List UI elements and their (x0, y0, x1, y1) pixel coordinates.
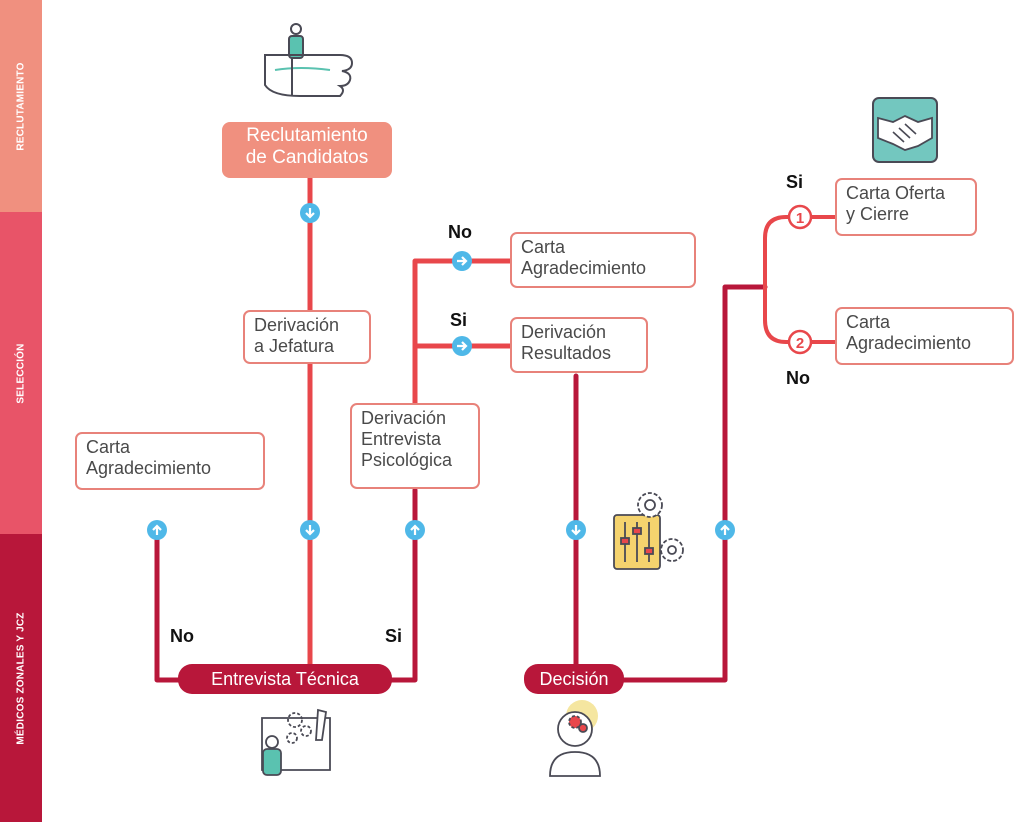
label-no-left: No (170, 626, 194, 646)
lane-seleccion: SELECCIÓN (0, 212, 42, 534)
hand-holding-person-icon (264, 23, 354, 97)
line-branch-si (763, 215, 837, 289)
arrow-up-left (147, 520, 167, 540)
node-derivacion-jefatura: Derivación a Jefatura (243, 310, 371, 364)
step-2-text: 2 (796, 335, 804, 352)
arrow-right-no (452, 251, 472, 271)
node-derivacion-psicologica: Derivación Entrevista Psicológica (350, 403, 480, 489)
label-si-mid: Si (450, 310, 468, 330)
node-carta-oferta: Carta Oferta y Cierre (835, 178, 977, 236)
gears-control-panel-icon (613, 492, 684, 570)
node-carta-agradecimiento-mid: Carta Agradecimiento (510, 232, 696, 288)
node-carta-agradecimiento-right: Carta Agradecimiento (835, 307, 1014, 365)
line-psych-to-forks (412, 258, 513, 408)
arrow-down-2 (300, 520, 320, 540)
line-decision-to-branch (619, 284, 768, 683)
arrow-right-si (452, 336, 472, 356)
node-derivacion-resultados: Derivación Resultados (510, 317, 648, 373)
line-interview-to-carta-left (154, 527, 183, 683)
line-interview-to-psych (387, 487, 418, 683)
arrow-up-right (715, 520, 735, 540)
handshake-icon (872, 97, 938, 163)
node-reclutamiento: Reclutamiento de Candidatos (222, 122, 392, 178)
person-tools-icon (261, 708, 331, 776)
line-branch-no (763, 285, 837, 344)
thinking-head-icon (549, 700, 601, 777)
node-entrevista-tecnica: Entrevista Técnica (178, 664, 392, 694)
arrow-down-resultados (566, 520, 586, 540)
node-decision: Decisión (524, 664, 624, 694)
lane-medicos: MÉDICOS ZONALES Y JCZ (0, 534, 42, 822)
label-si-left: Si (385, 626, 403, 646)
step-2-badge: 2 (787, 329, 813, 355)
label-no-top: No (448, 222, 472, 242)
lane-reclutamiento: RECLUTAMIENTO (0, 0, 42, 212)
arrow-up-mid (405, 520, 425, 540)
label-si-right: Si (786, 172, 804, 192)
node-carta-agradecimiento-left: Carta Agradecimiento (75, 432, 265, 490)
label-no-right: No (786, 368, 810, 388)
step-1-text: 1 (796, 210, 804, 227)
arrow-down-1 (300, 203, 320, 223)
step-1-badge: 1 (787, 204, 813, 230)
connectors (154, 175, 837, 683)
